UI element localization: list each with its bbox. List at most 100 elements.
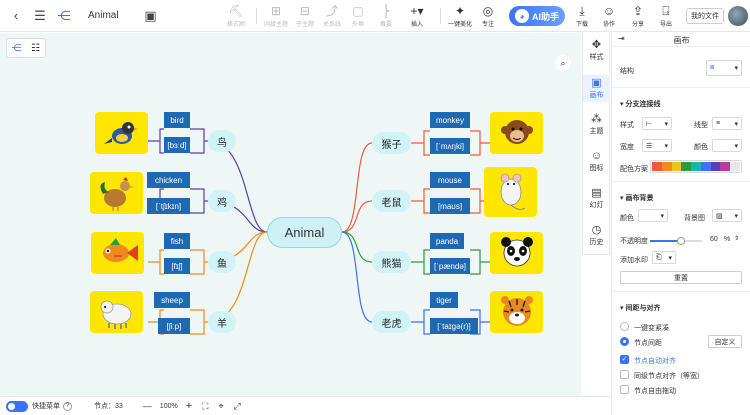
document-title[interactable]: Animal: [88, 10, 119, 21]
fullscreen-icon[interactable]: ⤢: [233, 400, 241, 411]
word-monkey[interactable]: monkey: [430, 112, 470, 128]
line-type-select[interactable]: ≡▾: [712, 117, 742, 130]
line-color-select[interactable]: ▾: [712, 139, 742, 152]
relation-button[interactable]: ⤴关系线: [318, 3, 346, 29]
opacity-value[interactable]: 60: [710, 236, 718, 243]
phonetic-mouse[interactable]: [maʊs]: [430, 198, 470, 214]
back-icon[interactable]: ‹: [13, 8, 19, 23]
word-sheep[interactable]: sheep: [154, 292, 190, 308]
collapse-panel-icon[interactable]: ⇥: [618, 34, 625, 43]
topic-tiger[interactable]: 老虎: [372, 311, 411, 333]
fit-screen-icon[interactable]: ⛶: [202, 400, 209, 411]
list-view-icon[interactable]: ☷: [31, 42, 40, 54]
dock-history[interactable]: ◷历史: [583, 224, 610, 247]
zoom-in-button[interactable]: +: [185, 400, 193, 412]
watermark-select[interactable]: ⎗▾: [652, 251, 676, 264]
focus-button[interactable]: ◎专注: [474, 3, 502, 29]
phonetic-chicken[interactable]: [ˈtʃɪkɪn]: [147, 198, 190, 214]
word-bird[interactable]: bird: [164, 112, 190, 128]
topic-panda[interactable]: 熊猫: [372, 251, 411, 273]
quick-menu-toggle[interactable]: [6, 400, 28, 412]
word-mouse[interactable]: mouse: [430, 172, 470, 188]
chicken-illustration: [99, 177, 134, 211]
sheep-illustration: [100, 300, 131, 329]
export-button[interactable]: ⍈导出: [652, 3, 680, 29]
opacity-slider[interactable]: [650, 237, 702, 245]
panda-image[interactable]: [490, 232, 543, 274]
beautify-button[interactable]: ✦一键美化: [446, 3, 474, 29]
word-panda[interactable]: panda: [430, 233, 464, 249]
insert-button[interactable]: +▾插入: [403, 3, 431, 29]
dock-canvas[interactable]: ▣画布: [583, 75, 610, 102]
dock-icon[interactable]: ☺图标: [583, 150, 610, 173]
line-style-select[interactable]: ⊢▾: [642, 117, 672, 130]
outline-frame-button[interactable]: ▢外框: [344, 3, 372, 29]
topic-sheep[interactable]: 羊: [208, 311, 236, 333]
save-icon[interactable]: ▣: [144, 7, 157, 23]
sheep-image[interactable]: [90, 291, 143, 333]
slides-icon: ▤: [591, 187, 602, 199]
download-button[interactable]: ⤓下载: [568, 3, 596, 29]
locate-icon[interactable]: ⌖: [218, 400, 224, 411]
compact-radio[interactable]: [620, 322, 629, 331]
bg-color-select[interactable]: ▾: [638, 209, 668, 222]
phonetic-monkey[interactable]: [ˈmʌŋki]: [430, 138, 470, 154]
outline-view-icon[interactable]: ⋲: [57, 7, 71, 23]
phonetic-tiger[interactable]: [ˈtaɪɡə(r)]: [430, 318, 478, 334]
stepper-icon[interactable]: ⇕: [734, 236, 740, 242]
opacity-slider-knob[interactable]: [677, 237, 686, 245]
help-icon[interactable]: ?: [63, 401, 72, 411]
same-width-checkbox[interactable]: [620, 370, 629, 379]
spacing-section-header[interactable]: ▾ 间距与对齐: [620, 305, 661, 312]
topic-mouse[interactable]: 老鼠: [372, 190, 411, 212]
outline-frame-label: 外框: [351, 22, 364, 28]
share-button[interactable]: ⇪分享: [624, 3, 652, 29]
line-width-select[interactable]: ☰▾: [642, 139, 672, 152]
mindmap-canvas[interactable]: ⋲ ☷ ⌕: [0, 33, 581, 396]
mouse-image[interactable]: [484, 167, 537, 217]
bird-image[interactable]: [95, 112, 148, 154]
topic-chicken[interactable]: 鸡: [208, 190, 236, 212]
topic-bird[interactable]: 鸟: [208, 130, 236, 152]
ai-assistant-button[interactable]: ◕AI助手: [509, 6, 565, 26]
phonetic-sheep[interactable]: [ʃiːp]: [158, 318, 190, 334]
free-drag-checkbox[interactable]: [620, 385, 629, 394]
avatar[interactable]: [728, 6, 748, 26]
summary-button[interactable]: ⎬概要: [372, 3, 400, 29]
child-topic-button[interactable]: ⊟子主题: [291, 3, 319, 29]
search-icon[interactable]: ⌕: [555, 55, 571, 71]
dock-theme[interactable]: ⁂主题: [583, 113, 610, 136]
my-files-button[interactable]: 我的文件: [686, 8, 724, 24]
collaborate-button[interactable]: ☺协作: [595, 3, 623, 29]
reset-button[interactable]: 重置: [620, 271, 742, 284]
root-topic[interactable]: Animal: [267, 217, 342, 248]
topic-monkey[interactable]: 猴子: [372, 132, 411, 154]
zoom-out-button[interactable]: —: [142, 401, 152, 411]
word-tiger[interactable]: tiger: [430, 292, 458, 308]
tiger-image[interactable]: [490, 291, 543, 333]
chicken-image[interactable]: [90, 172, 143, 214]
format-painter-button[interactable]: ⛏格式刷: [222, 3, 250, 29]
phonetic-bird[interactable]: [bɜːd]: [164, 137, 190, 153]
background-section-header[interactable]: ▾ 画布背景: [620, 195, 654, 202]
bg-image-select[interactable]: ▨▾: [712, 209, 742, 222]
structure-select[interactable]: ⧈▾: [706, 60, 742, 76]
menu-icon[interactable]: ☰: [34, 7, 46, 23]
branch-section-header[interactable]: ▾ 分支连接线: [620, 101, 661, 108]
dock-style[interactable]: ✥样式: [583, 39, 610, 62]
auto-align-checkbox[interactable]: ✓: [620, 355, 629, 364]
node-spacing-radio[interactable]: [620, 337, 629, 346]
color-scheme-select[interactable]: [650, 160, 742, 173]
custom-spacing-button[interactable]: 自定义: [708, 335, 742, 348]
mindmap-view-icon[interactable]: ⋲: [11, 42, 22, 54]
sibling-topic-button[interactable]: ⊞同级主题: [262, 3, 290, 29]
word-fish[interactable]: fish: [164, 233, 190, 249]
zoom-level[interactable]: 100%: [159, 402, 178, 410]
topic-fish[interactable]: 鱼: [208, 251, 236, 273]
phonetic-fish[interactable]: [fɪʃ]: [164, 258, 190, 274]
fish-image[interactable]: [91, 232, 144, 274]
word-chicken[interactable]: chicken: [147, 172, 190, 188]
dock-slides[interactable]: ▤幻灯: [583, 187, 610, 210]
phonetic-panda[interactable]: [ˈpændə]: [430, 258, 470, 274]
monkey-image[interactable]: [490, 112, 543, 154]
